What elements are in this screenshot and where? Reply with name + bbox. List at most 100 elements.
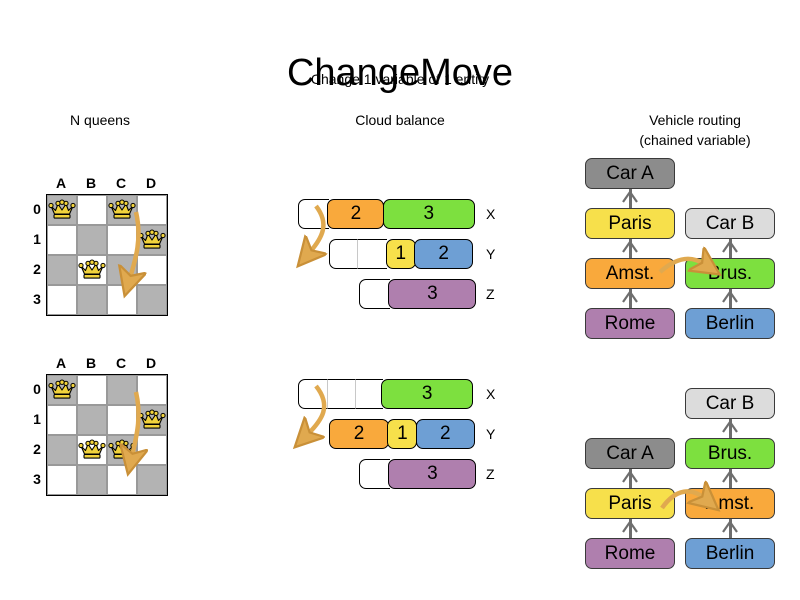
cloud-computer-bar-X[interactable]: 3 bbox=[298, 379, 474, 409]
routing-node-paris-after-left[interactable]: Paris bbox=[585, 488, 675, 519]
routing-link bbox=[628, 189, 632, 208]
routing-arrowhead bbox=[622, 291, 638, 303]
board-cell-A3[interactable] bbox=[47, 285, 77, 315]
routing-arrowhead bbox=[622, 521, 638, 533]
board-file-label-A: A bbox=[55, 355, 67, 371]
board-rank-label-1: 1 bbox=[33, 231, 41, 247]
queen-piece-D1[interactable] bbox=[137, 225, 167, 255]
queen-piece-C2[interactable] bbox=[107, 435, 137, 465]
cloud-process-2-Y[interactable]: 2 bbox=[415, 419, 475, 449]
routing-node-amst-after-right[interactable]: Amst. bbox=[685, 488, 775, 519]
cloud-free-capacity-X bbox=[354, 379, 383, 409]
board-cell-D0[interactable] bbox=[137, 195, 167, 225]
cloud-process-2-Y[interactable]: 2 bbox=[414, 239, 474, 269]
board-file-label-D: D bbox=[145, 355, 157, 371]
routing-link bbox=[628, 289, 632, 308]
board-cell-C3[interactable] bbox=[107, 465, 137, 495]
board-cell-B3[interactable] bbox=[77, 285, 107, 315]
routing-node-rome-before-left[interactable]: Rome bbox=[585, 308, 675, 339]
board-cell-D3[interactable] bbox=[137, 285, 167, 315]
board-cell-A2[interactable] bbox=[47, 435, 77, 465]
routing-node-berlin-before-right[interactable]: Berlin bbox=[685, 308, 775, 339]
cloud-free-capacity-Z bbox=[359, 459, 390, 489]
board-cell-C1[interactable] bbox=[107, 405, 137, 435]
routing-node-brus-before-right[interactable]: Brus. bbox=[685, 258, 775, 289]
cloud-computer-label-Y: Y bbox=[486, 426, 496, 442]
board-file-label-D: D bbox=[145, 175, 157, 191]
board-rank-label-3: 3 bbox=[33, 471, 41, 487]
board-cell-B0[interactable] bbox=[77, 375, 107, 405]
board-file-label-C: C bbox=[115, 355, 127, 371]
cloud-process-2-X[interactable]: 2 bbox=[327, 199, 385, 229]
board-cell-C0[interactable] bbox=[107, 375, 137, 405]
cloud-free-capacity-Y bbox=[357, 239, 388, 269]
cloud-free-capacity-X bbox=[327, 379, 357, 409]
page-title: ChangeMove bbox=[286, 52, 514, 95]
cloud-process-3-X[interactable]: 3 bbox=[382, 199, 475, 229]
routing-link bbox=[628, 239, 632, 258]
column-heading-cloud: Cloud balance bbox=[355, 112, 445, 128]
cloud-process-1-Y[interactable]: 1 bbox=[387, 419, 418, 449]
routing-arrowhead bbox=[622, 471, 638, 483]
board-cell-C2[interactable] bbox=[107, 255, 137, 285]
queen-piece-B2[interactable] bbox=[77, 435, 107, 465]
queen-piece-A0[interactable] bbox=[47, 195, 77, 225]
routing-link bbox=[628, 519, 632, 538]
routing-link bbox=[728, 519, 732, 538]
board-cell-B3[interactable] bbox=[77, 465, 107, 495]
board-cell-C1[interactable] bbox=[107, 225, 137, 255]
board-cell-A2[interactable] bbox=[47, 255, 77, 285]
board-cell-B1[interactable] bbox=[77, 405, 107, 435]
cloud-process-2-Y[interactable]: 2 bbox=[329, 419, 389, 449]
board-cell-D3[interactable] bbox=[137, 465, 167, 495]
routing-node-cara-before-left[interactable]: Car A bbox=[585, 158, 675, 189]
routing-arrowhead bbox=[722, 421, 738, 433]
routing-node-cara-after-left[interactable]: Car A bbox=[585, 438, 675, 469]
routing-arrowhead bbox=[622, 191, 638, 203]
cloud-process-3-X[interactable]: 3 bbox=[381, 379, 474, 409]
page-subtitle: Change 1 variable of 1 entity bbox=[310, 71, 490, 87]
routing-node-brus-after-right[interactable]: Brus. bbox=[685, 438, 775, 469]
routing-node-carb-before-right[interactable]: Car B bbox=[685, 208, 775, 239]
cloud-computer-bar-Z[interactable]: 3 bbox=[359, 279, 477, 309]
cloud-free-capacity-X bbox=[298, 199, 329, 229]
cloud-process-3-Z[interactable]: 3 bbox=[388, 279, 477, 309]
cloud-computer-label-Y: Y bbox=[486, 246, 496, 262]
board-cell-D2[interactable] bbox=[137, 255, 167, 285]
board-cell-D2[interactable] bbox=[137, 435, 167, 465]
board-cell-A1[interactable] bbox=[47, 405, 77, 435]
chess-board[interactable] bbox=[46, 194, 168, 316]
routing-link bbox=[728, 469, 732, 488]
board-rank-label-1: 1 bbox=[33, 411, 41, 427]
queen-piece-D1[interactable] bbox=[137, 405, 167, 435]
board-cell-B0[interactable] bbox=[77, 195, 107, 225]
routing-link bbox=[728, 419, 732, 438]
board-cell-C3[interactable] bbox=[107, 285, 137, 315]
cloud-free-capacity-Z bbox=[359, 279, 390, 309]
cloud-computer-bar-Z[interactable]: 3 bbox=[359, 459, 477, 489]
queen-piece-A0[interactable] bbox=[47, 375, 77, 405]
queen-piece-B2[interactable] bbox=[77, 255, 107, 285]
board-cell-D0[interactable] bbox=[137, 375, 167, 405]
board-cell-A3[interactable] bbox=[47, 465, 77, 495]
column-heading-routing-line2: (chained variable) bbox=[639, 132, 751, 148]
routing-node-amst-before-left[interactable]: Amst. bbox=[585, 258, 675, 289]
routing-arrowhead bbox=[622, 241, 638, 253]
cloud-free-capacity-X bbox=[298, 379, 329, 409]
queen-piece-C0[interactable] bbox=[107, 195, 137, 225]
chess-board[interactable] bbox=[46, 374, 168, 496]
cloud-free-capacity-Y bbox=[329, 239, 359, 269]
routing-node-rome-after-left[interactable]: Rome bbox=[585, 538, 675, 569]
cloud-process-3-Z[interactable]: 3 bbox=[388, 459, 477, 489]
routing-node-paris-before-left[interactable]: Paris bbox=[585, 208, 675, 239]
routing-node-carb-after-right[interactable]: Car B bbox=[685, 388, 775, 419]
routing-node-berlin-after-right[interactable]: Berlin bbox=[685, 538, 775, 569]
board-cell-B1[interactable] bbox=[77, 225, 107, 255]
board-cell-A1[interactable] bbox=[47, 225, 77, 255]
cloud-process-1-Y[interactable]: 1 bbox=[385, 239, 416, 269]
routing-link bbox=[728, 289, 732, 308]
board-file-label-B: B bbox=[85, 175, 97, 191]
